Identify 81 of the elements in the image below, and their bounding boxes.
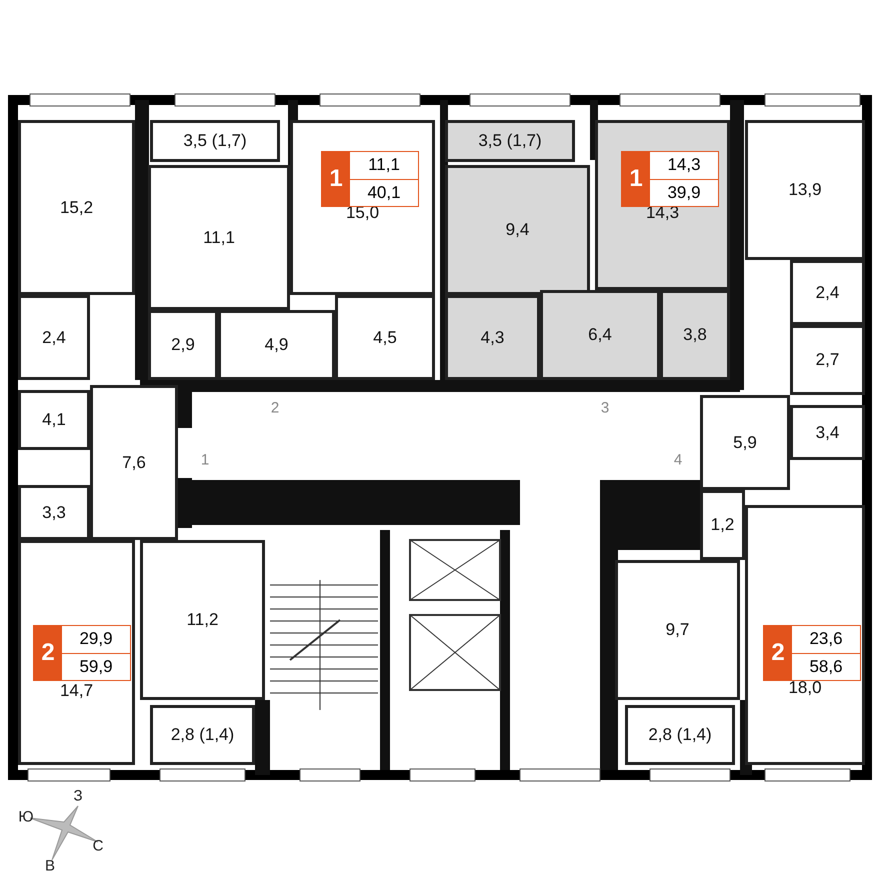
total-area: 39,9 — [650, 180, 718, 206]
area-label: 7,6 — [122, 452, 146, 472]
room — [445, 120, 575, 162]
area-label: 4,1 — [42, 410, 66, 430]
room — [595, 120, 730, 290]
total-area: 58,6 — [792, 654, 860, 680]
room-count: 2 — [764, 626, 792, 680]
area-label: 18,0 — [787, 678, 823, 698]
area-label: 4,3 — [480, 328, 504, 348]
area-label: 1,2 — [710, 515, 734, 535]
area-label: 13,9 — [788, 180, 822, 200]
compass-letter: В — [45, 858, 55, 874]
area-label: 2,8 (1,4) — [170, 725, 234, 745]
area-label: 5,9 — [733, 432, 757, 452]
living-area: 14,3 — [650, 152, 718, 180]
room — [625, 705, 735, 765]
total-area: 40,1 — [350, 180, 418, 206]
apartment-badge — [33, 625, 131, 681]
room — [540, 290, 660, 380]
room — [660, 290, 730, 380]
room — [18, 540, 135, 765]
room — [150, 705, 255, 765]
room-count: 1 — [322, 152, 350, 206]
area-label: 3,3 — [42, 502, 66, 522]
apartment-badge — [621, 151, 719, 207]
compass-letter: Ю — [18, 808, 34, 826]
area-label: 15,2 — [60, 198, 94, 218]
room — [445, 165, 590, 295]
area-label: 9,4 — [506, 220, 530, 240]
room — [790, 325, 865, 395]
entrance-number: 1 — [200, 452, 210, 468]
room — [790, 405, 865, 460]
room — [90, 385, 178, 540]
room — [700, 490, 745, 560]
area-label: 2,8 (1,4) — [648, 725, 712, 745]
room — [445, 295, 540, 380]
entrance-number: 4 — [674, 452, 682, 468]
area-label: 4,9 — [264, 335, 288, 355]
area-label: 4,5 — [373, 328, 397, 348]
living-area: 11,1 — [350, 152, 418, 180]
room-count: 2 — [34, 626, 62, 680]
area-label: 2,4 — [816, 282, 840, 302]
area-label: 11,2 — [186, 610, 218, 630]
compass-letter: З — [73, 788, 83, 804]
apartment-badge — [763, 625, 861, 681]
room — [18, 295, 90, 380]
area-label: 9,7 — [666, 620, 690, 640]
room — [18, 120, 135, 295]
living-area: 23,6 — [792, 626, 860, 654]
area-label: 3,5 (1,7) — [478, 131, 542, 151]
room — [745, 505, 865, 765]
room — [700, 395, 790, 490]
area-label: 14,7 — [58, 681, 94, 701]
entrance-number: 2 — [270, 400, 280, 416]
room — [140, 540, 265, 700]
room — [150, 120, 280, 162]
room-count: 1 — [622, 152, 650, 206]
room — [18, 390, 90, 450]
room — [790, 260, 865, 325]
room — [148, 310, 218, 380]
living-area: 29,9 — [62, 626, 130, 654]
apartment-badge — [321, 151, 419, 207]
area-label: 11,1 — [203, 228, 235, 248]
area-label: 3,8 — [683, 325, 707, 345]
area-label: 3,4 — [816, 422, 840, 442]
room — [335, 295, 435, 380]
entrance-number: 3 — [600, 400, 610, 416]
room — [290, 120, 435, 295]
area-label: 2,7 — [816, 350, 840, 370]
area-label: 3,5 (1,7) — [183, 131, 247, 151]
room — [745, 120, 865, 260]
room — [615, 560, 740, 700]
room — [148, 165, 290, 310]
room — [218, 310, 335, 380]
room — [18, 485, 90, 540]
area-label: 6,4 — [588, 325, 612, 345]
compass-letter: С — [92, 838, 104, 854]
area-label: 2,4 — [42, 328, 66, 348]
area-label: 14,3 — [644, 203, 680, 223]
area-label: 2,9 — [171, 335, 195, 355]
total-area: 59,9 — [62, 654, 130, 680]
